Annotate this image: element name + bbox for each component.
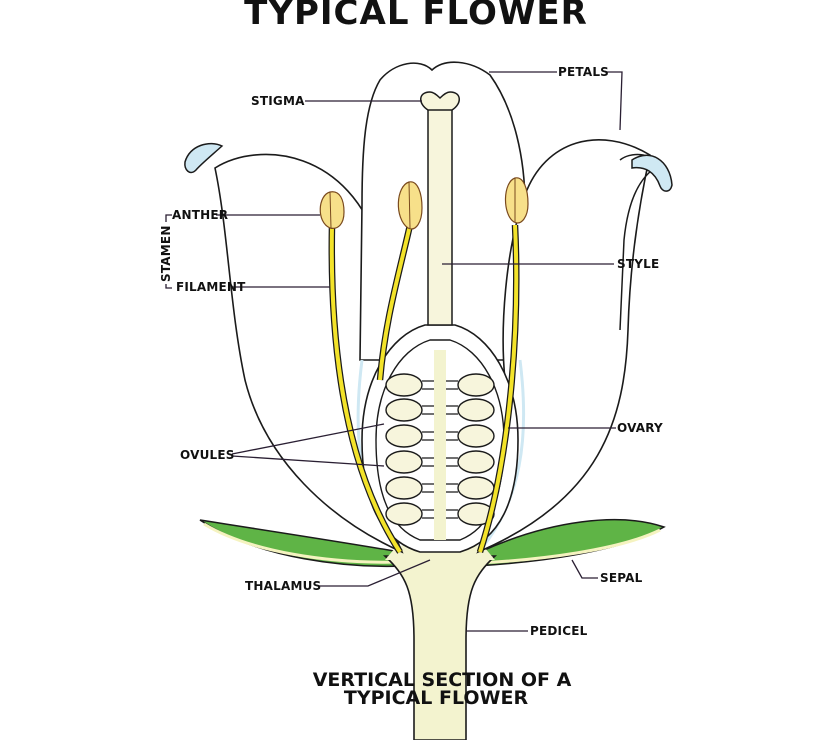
pistil	[361, 91, 519, 553]
ovule-stalk	[422, 431, 434, 441]
style	[427, 107, 453, 326]
ovule	[385, 424, 423, 448]
label-stigma: STIGMA	[251, 94, 305, 108]
ovule	[385, 502, 423, 526]
labels: PETALS STIGMA ANTHER FILAMENT STAMEN STY…	[159, 65, 663, 638]
ovules	[385, 373, 495, 526]
ovule	[457, 450, 495, 474]
ovule	[457, 476, 495, 500]
label-ovary: OVARY	[617, 421, 663, 435]
diagram-title: TYPICAL FLOWER	[244, 0, 588, 33]
caption-line-1: VERTICAL SECTION OF A	[313, 669, 572, 691]
ovule-stalk	[422, 380, 434, 390]
anther-left	[319, 191, 345, 229]
ovule	[457, 373, 495, 397]
label-anther: ANTHER	[172, 208, 228, 222]
petal-right-tip	[631, 154, 673, 192]
ovule	[385, 398, 423, 422]
anther-middle	[397, 181, 423, 230]
stamens	[319, 177, 529, 554]
ovule-stalk	[446, 483, 458, 493]
filament-mid-fill	[378, 224, 412, 381]
sepal-left-edge	[203, 522, 403, 564]
label-stamen: STAMEN	[159, 225, 173, 282]
ovule	[385, 373, 423, 397]
leader-lines	[165, 71, 623, 632]
ovule-stalk	[446, 509, 458, 519]
ovule	[385, 450, 423, 474]
anther-right	[504, 177, 529, 224]
filament-right-fill	[478, 224, 519, 553]
ovule-stalk	[446, 457, 458, 467]
ovule	[457, 424, 495, 448]
ovule-stalk	[422, 483, 434, 493]
sepals	[199, 519, 666, 568]
label-ovules: OVULES	[180, 448, 235, 462]
label-petals: PETALS	[558, 65, 609, 79]
ovule-stalk	[422, 405, 434, 415]
sepal-right-edge	[477, 528, 661, 565]
ovule-stalk	[446, 380, 458, 390]
filament-left-fill	[329, 224, 402, 554]
label-filament: FILAMENT	[176, 280, 246, 294]
label-style: STYLE	[617, 257, 659, 271]
ovule-stalk	[446, 431, 458, 441]
ovule-stalk	[422, 457, 434, 467]
ovule-stalk	[446, 405, 458, 415]
ovule-stalk	[422, 509, 434, 519]
petal-left-tip	[184, 142, 224, 174]
stigma	[420, 91, 460, 111]
ovule	[457, 398, 495, 422]
label-thalamus: THALAMUS	[245, 579, 321, 593]
placenta	[434, 350, 446, 540]
pedicel	[382, 555, 498, 740]
ovule	[385, 476, 423, 500]
label-pedicel: PEDICEL	[530, 624, 588, 638]
label-sepal: SEPAL	[600, 571, 643, 585]
caption-line-2: TYPICAL FLOWER	[344, 687, 529, 709]
